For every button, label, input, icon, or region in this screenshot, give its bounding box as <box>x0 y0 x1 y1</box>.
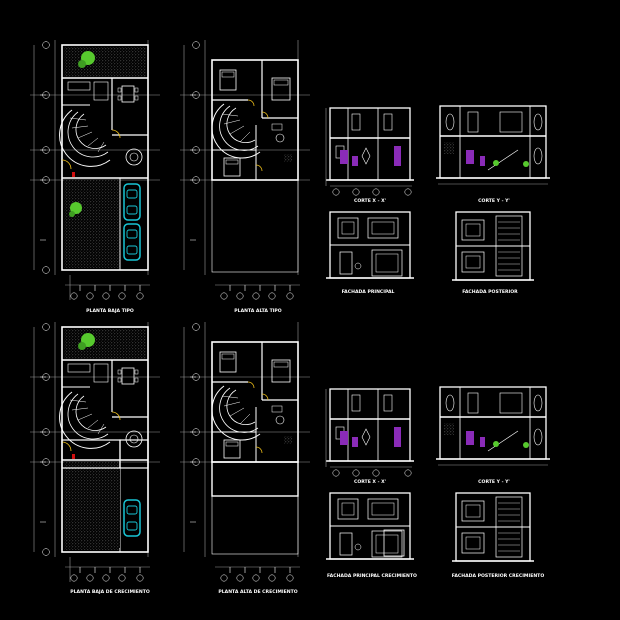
car-icon <box>123 183 141 221</box>
label-facade-main-growth: FACHADA PRINCIPAL CRECIMIENTO <box>327 573 417 579</box>
upper-plan-growth <box>179 321 311 574</box>
label-section-xx-bottom: CORTE X - X' <box>354 479 386 485</box>
car-icon <box>123 499 141 537</box>
label-upper-plan-growth: PLANTA ALTA DE CRECIMIENTO <box>218 589 297 595</box>
section-xx-top <box>325 107 415 187</box>
ground-plan-typical <box>29 39 161 301</box>
label-upper-plan-typical: PLANTA ALTA TIPO <box>234 308 281 314</box>
label-section-xx-top: CORTE X - X' <box>354 198 386 204</box>
section-xx-bottom <box>325 388 415 468</box>
facade-main <box>325 211 415 279</box>
facade-main-growth <box>325 492 415 560</box>
section-yy-top <box>435 105 551 185</box>
axis-bubbles <box>42 41 412 582</box>
car-icon <box>123 223 141 261</box>
garage-door-detail <box>383 529 405 557</box>
label-section-yy-bottom: CORTE Y - Y' <box>478 479 510 485</box>
label-facade-rear-growth: FACHADA POSTERIOR CRECIMIENTO <box>452 573 545 579</box>
facade-rear-growth <box>451 492 535 562</box>
label-ground-plan-typical: PLANTA BAJA TIPO <box>86 308 134 314</box>
label-facade-main: FACHADA PRINCIPAL <box>342 289 395 295</box>
section-yy-bottom <box>435 386 551 466</box>
label-section-yy-top: CORTE Y - Y' <box>478 198 510 204</box>
label-facade-rear: FACHADA POSTERIOR <box>462 289 518 295</box>
label-ground-plan-growth: PLANTA BAJA DE CRECIMIENTO <box>70 589 150 595</box>
upper-plan-typical <box>179 39 311 292</box>
facade-rear <box>451 211 535 281</box>
